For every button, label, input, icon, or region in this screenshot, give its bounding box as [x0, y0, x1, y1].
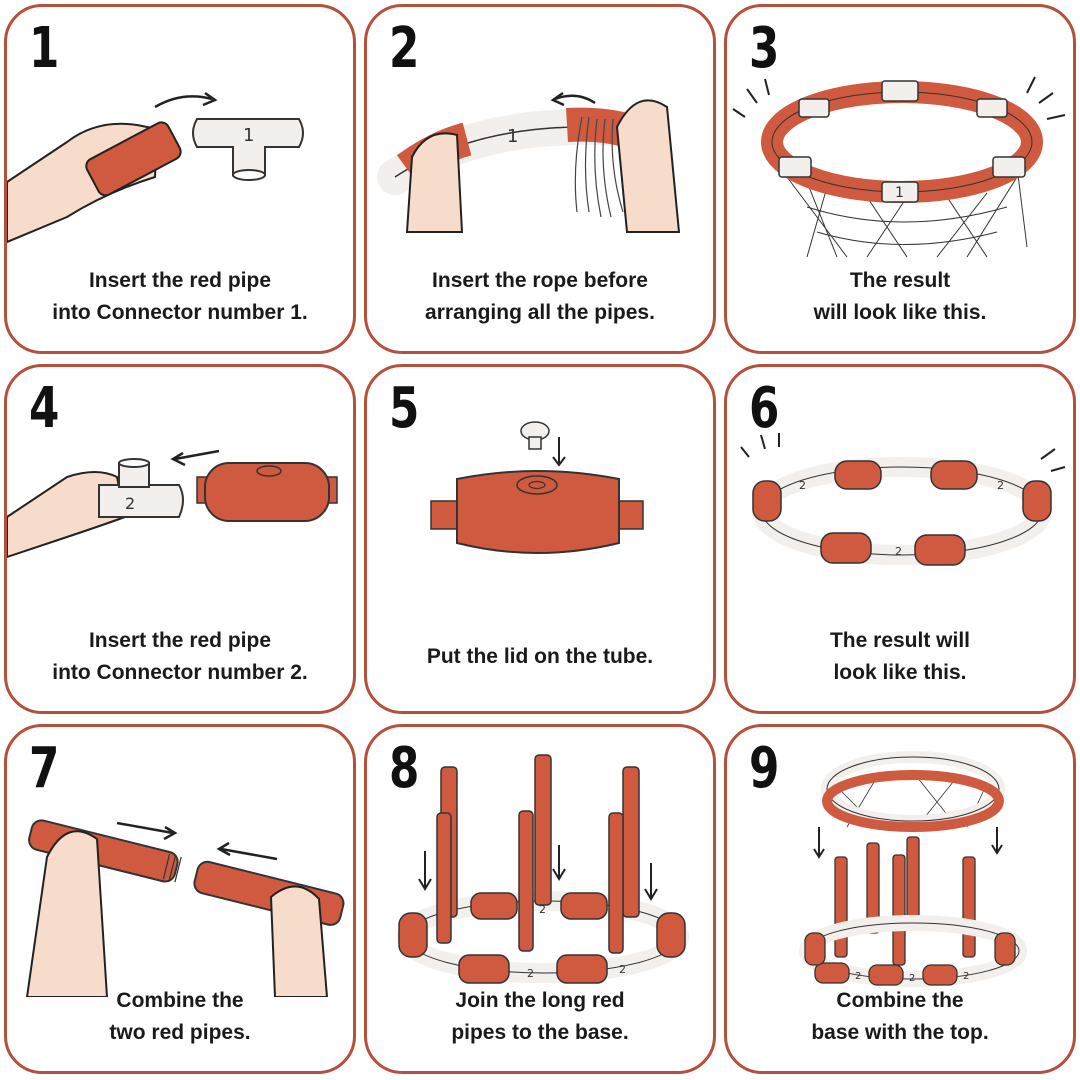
step-number: 1 [29, 16, 59, 81]
connector-label: 1 [895, 185, 904, 201]
caption-line-1: Insert the rope before [432, 269, 648, 292]
step-5-illustration [430, 421, 644, 554]
connector-label: 2 [895, 545, 902, 558]
connector-label: 2 [799, 479, 806, 492]
step-card-4: 4 2 Insert the red pipe into Connector n… [4, 364, 356, 714]
connector-label: 2 [527, 967, 534, 980]
caption-line-2: into Connector number 2. [52, 661, 308, 684]
step-card-9: 9 2 2 2 [724, 724, 1076, 1074]
step-number: 2 [389, 16, 419, 81]
red-tube-icon [804, 932, 1016, 986]
step-caption: The result will look like this. [727, 625, 1073, 689]
caption-line-2: into Connector number 1. [52, 301, 308, 324]
red-tube-icon [430, 470, 644, 554]
step-7-illustration [25, 819, 345, 997]
motion-lines-icon [732, 76, 1066, 120]
connector-label: 2 [125, 494, 135, 513]
connector-icon: 2 [98, 458, 184, 518]
caption-line-2: two red pipes. [109, 1021, 251, 1044]
connector-label: 2 [997, 479, 1004, 492]
step-number: 7 [29, 736, 59, 801]
step-card-7: 7 Combine the two red pipes. [4, 724, 356, 1074]
step-8-illustration: 2 2 2 [397, 754, 689, 984]
caption-line-1: Combine the [836, 989, 964, 1012]
step-2-illustration: 1 [377, 91, 681, 233]
rope-icon [574, 116, 624, 218]
step-number: 8 [389, 736, 419, 801]
arrow-icon [154, 95, 213, 109]
caption-line-1: Combine the [116, 989, 244, 1012]
hand-icon [25, 830, 109, 997]
step-card-1: 1 1 Insert the red pipe into Connector n… [4, 4, 356, 354]
step-card-2: 2 1 Insert the rope before arranging all… [364, 4, 716, 354]
caption-line-2: pipes to the base. [451, 1021, 629, 1044]
caption-line-2: arranging all the pipes. [425, 301, 655, 324]
arrow-icon [418, 845, 658, 901]
step-4-illustration: 2 [7, 449, 338, 559]
caption-line-1: Put the lid on the tube. [426, 645, 654, 668]
step-number: 3 [749, 16, 779, 81]
red-tube-icon [398, 892, 686, 984]
motion-lines-icon [740, 433, 1066, 472]
connector-label: 2 [539, 903, 546, 916]
hand-icon [405, 132, 464, 233]
step-caption: Insert the rope before arranging all the… [367, 265, 713, 329]
step-caption: The result will look like this. [727, 265, 1073, 329]
step-number: 5 [389, 376, 419, 441]
step-number: 6 [749, 376, 779, 441]
connector-icon [778, 80, 1026, 203]
step-number: 9 [749, 736, 779, 801]
caption-line-1: The result will [829, 629, 971, 652]
step-card-8: 8 2 2 2 Join t [364, 724, 716, 1074]
caption-line-1: Join the long red [455, 989, 625, 1012]
step-6-illustration: 2 2 2 [740, 433, 1066, 566]
caption-line-2: will look like this. [813, 301, 987, 324]
connector-label: 2 [909, 973, 915, 984]
step-caption: Insert the red pipe into Connector numbe… [7, 265, 353, 329]
step-9-illustration: 2 2 2 [799, 751, 1027, 987]
hand-icon [269, 885, 329, 997]
red-pipe-icon [193, 860, 345, 926]
step-3-illustration: 1 [732, 76, 1066, 258]
step-card-6: 6 2 2 2 The result will look like this. [724, 364, 1076, 714]
connector-label: 2 [855, 971, 861, 982]
connector-label: 2 [963, 971, 969, 982]
step-caption: Combine the base with the top. [727, 985, 1073, 1049]
caption-line-1: The result [849, 269, 951, 292]
caption-line-1: Insert the red pipe [88, 629, 272, 652]
net-icon [786, 156, 1028, 258]
step-number: 4 [29, 376, 59, 441]
step-card-5: 5 Put the lid on the tube. [364, 364, 716, 714]
hand-icon [615, 99, 681, 233]
connector-label: 1 [507, 126, 518, 147]
step-caption: Combine the two red pipes. [7, 985, 353, 1049]
arrow-icon [813, 827, 1003, 859]
red-pipe-icon [85, 121, 182, 197]
caption-line-2: look like this. [833, 661, 967, 684]
step-caption: Put the lid on the tube. [367, 641, 713, 673]
connector-icon: 1 [192, 118, 304, 181]
arrow-icon [116, 821, 174, 835]
long-red-pipe-icon [834, 836, 976, 966]
arrow-icon [554, 94, 596, 105]
red-tube-icon [752, 460, 1052, 566]
connector-label: 2 [619, 963, 626, 976]
caption-line-2: base with the top. [811, 1021, 989, 1044]
long-red-pipe-icon [436, 754, 640, 954]
red-tube-icon [196, 462, 338, 522]
lid-icon [520, 421, 550, 450]
hoop-ring-icon [822, 770, 1004, 832]
step-caption: Insert the red pipe into Connector numbe… [7, 625, 353, 689]
step-1-illustration: 1 [7, 91, 304, 244]
step-caption: Join the long red pipes to the base. [367, 985, 713, 1049]
step-card-3: 3 1 The result will look like this. [724, 4, 1076, 354]
connector-label: 1 [243, 125, 254, 146]
caption-line-1: Insert the red pipe [88, 269, 272, 292]
arrow-icon [220, 847, 278, 861]
arrow-icon [174, 449, 220, 461]
